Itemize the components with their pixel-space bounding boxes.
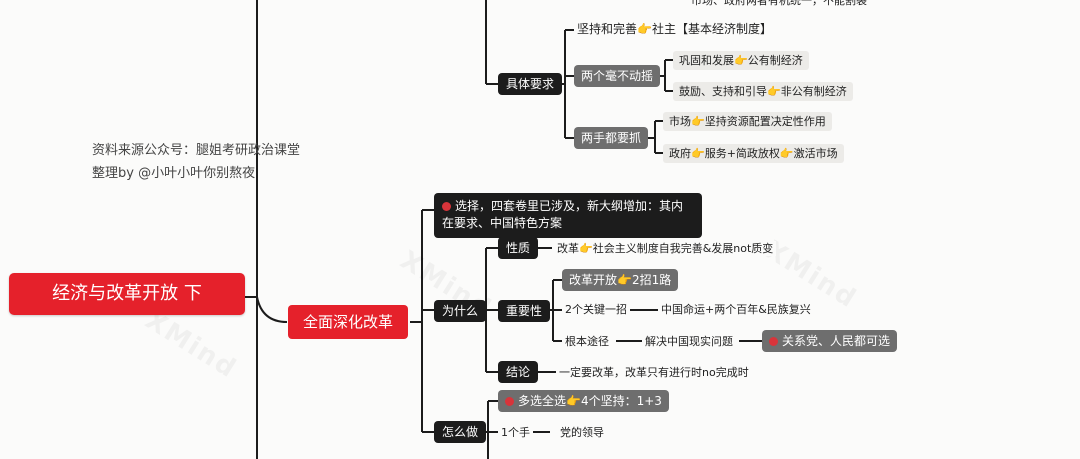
importance-b[interactable]: 2个关键一招 (562, 302, 630, 318)
apple-icon (442, 202, 451, 211)
importance-c-note-text: 关系党、人民都可选 (782, 334, 891, 348)
two-hands-node[interactable]: 两手都要抓 (574, 127, 649, 150)
persist-basic-system[interactable]: 坚持和完善👉社主【基本经济制度】 (574, 21, 775, 38)
government-role[interactable]: 政府👉服务+简政放权👉激活市场 (663, 144, 844, 164)
two-unwavering-node[interactable]: 两个毫不动摇 (574, 65, 661, 88)
market-government-unity[interactable]: 市场、政府两者有机统一，不能割裂 (688, 0, 870, 9)
how-b-child[interactable]: 党的领导 (557, 425, 607, 441)
how-node[interactable]: 怎么做 (434, 421, 487, 444)
consolidate-public-economy[interactable]: 巩固和发展👉公有制经济 (673, 51, 809, 71)
nature-text[interactable]: 改革👉社会主义制度自我完善&发展not质变 (554, 241, 777, 257)
root-topic[interactable]: 经济与改革开放 下 (9, 273, 245, 315)
why-node[interactable]: 为什么 (434, 300, 487, 323)
concrete-requirements-node[interactable]: 具体要求 (498, 73, 563, 96)
market-role[interactable]: 市场👉坚持资源配置决定性作用 (663, 112, 832, 132)
importance-b-child[interactable]: 中国命运+两个百年&民族复兴 (658, 302, 814, 318)
conclusion-text[interactable]: 一定要改革，改革只有进行时no完成时 (556, 365, 752, 381)
importance-a[interactable]: 改革开放👉2招1路 (562, 269, 679, 292)
apple-icon (769, 337, 778, 346)
source-info: 资料来源公众号：腿姐考研政治课堂 整理by @小叶小叶你别熬夜 (92, 139, 300, 185)
importance-node[interactable]: 重要性 (498, 300, 551, 323)
reform-note[interactable]: 选择，四套卷里已涉及，新大纲增加：其内在要求、中国特色方案 (434, 193, 702, 238)
apple-icon (505, 397, 514, 406)
nature-node[interactable]: 性质 (498, 237, 539, 260)
source-line-2: 整理by @小叶小叶你别熬夜 (92, 166, 256, 181)
conclusion-node[interactable]: 结论 (498, 361, 539, 384)
how-a-text: 多选全选👉4个坚持：1+3 (518, 394, 662, 408)
encourage-nonpublic-economy[interactable]: 鼓励、支持和引导👉非公有制经济 (673, 82, 853, 102)
reform-note-text: 选择，四套卷里已涉及，新大纲增加：其内在要求、中国特色方案 (442, 199, 684, 231)
how-a[interactable]: 多选全选👉4个坚持：1+3 (498, 390, 669, 413)
how-b[interactable]: 1个手 (498, 425, 533, 441)
importance-c-child[interactable]: 解决中国现实问题 (642, 334, 736, 350)
importance-c[interactable]: 根本途径 (562, 334, 612, 350)
importance-c-note[interactable]: 关系党、人民都可选 (762, 330, 898, 353)
deepen-reform-node[interactable]: 全面深化改革 (288, 305, 408, 339)
source-line-1: 资料来源公众号：腿姐考研政治课堂 (92, 143, 301, 158)
